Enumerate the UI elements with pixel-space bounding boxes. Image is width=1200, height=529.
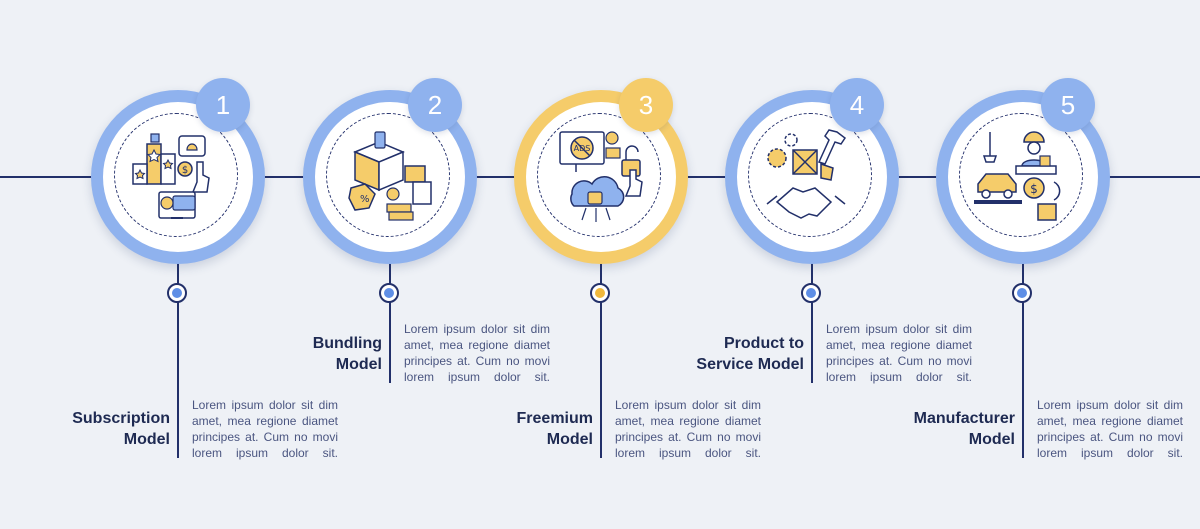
step-description-line: principes at. Cum no movi (1037, 430, 1183, 444)
step-description-line: Lorem ipsum dolor sit dim (192, 398, 338, 412)
step-number-badge: 5 (1041, 78, 1095, 132)
step-title-line: Bundling (312, 335, 382, 352)
bundling-icon: % (335, 122, 445, 232)
step-number-badge: 2 (408, 78, 462, 132)
timeline-connector (600, 255, 602, 458)
step-description-line: Lorem ipsum dolor sit dim (826, 322, 972, 336)
step-title-line: Model (335, 356, 382, 373)
timeline-marker (590, 283, 610, 303)
svg-text:$: $ (1030, 182, 1038, 196)
step-description-line: amet, mea regione diamet (826, 338, 972, 352)
step-number-badge: 1 (196, 78, 250, 132)
step-description-line: Lorem ipsum dolor sit dim (615, 398, 761, 412)
step-description-line: lorem ipsum dolor sit. (192, 446, 338, 460)
step-description-line: lorem ipsum dolor sit. (1037, 446, 1183, 460)
step-number-badge: 4 (830, 78, 884, 132)
step-title-line: Model (968, 431, 1015, 448)
step-description-line: amet, mea regione diamet (192, 414, 338, 428)
step-description-line: principes at. Cum no movi (615, 430, 761, 444)
timeline-marker (167, 283, 187, 303)
step-description: Lorem ipsum dolor sit dim amet, mea regio… (1037, 397, 1183, 461)
step-description: Lorem ipsum dolor sit dim amet, mea regio… (826, 321, 972, 385)
timeline-marker (379, 283, 399, 303)
svg-text:%: % (360, 194, 370, 205)
product-to-service-icon (757, 122, 867, 232)
timeline-marker (1012, 283, 1032, 303)
step-number-badge: 3 (619, 78, 673, 132)
step-description-line: lorem ipsum dolor sit. (826, 370, 972, 384)
step-description: Lorem ipsum dolor sit dim amet, mea regio… (404, 321, 550, 385)
step-description-line: principes at. Cum no movi (192, 430, 338, 444)
subscription-icon: $ (123, 122, 233, 232)
manufacturer-icon: $ (968, 122, 1078, 232)
freemium-icon: ADS (546, 122, 656, 232)
step-description-line: Lorem ipsum dolor sit dim (1037, 398, 1183, 412)
step-description-line: lorem ipsum dolor sit. (404, 370, 550, 384)
step-title-line: Model (123, 431, 170, 448)
step-circle: $ (91, 90, 265, 264)
timeline-connector (811, 255, 813, 383)
step-description-line: lorem ipsum dolor sit. (615, 446, 761, 460)
step-title-line: Manufacturer (913, 410, 1015, 427)
step-title-line: Subscription (72, 410, 170, 427)
step-circle: % (303, 90, 477, 264)
step-title-line: Service Model (696, 356, 804, 373)
timeline-connector (389, 255, 391, 383)
step-title-line: Product to (724, 335, 804, 352)
step-description-line: Lorem ipsum dolor sit dim (404, 322, 550, 336)
step-description: Lorem ipsum dolor sit dim amet, mea regio… (615, 397, 761, 461)
svg-text:ADS: ADS (574, 144, 591, 153)
timeline-marker (801, 283, 821, 303)
svg-text:$: $ (182, 165, 188, 176)
step-description-line: principes at. Cum no movi (826, 354, 972, 368)
step-title-line: Model (546, 431, 593, 448)
step-description-line: amet, mea regione diamet (615, 414, 761, 428)
timeline-connector (1022, 255, 1024, 458)
timeline-connector (177, 255, 179, 458)
step-description-line: amet, mea regione diamet (404, 338, 550, 352)
step-description-line: amet, mea regione diamet (1037, 414, 1183, 428)
step-description-line: principes at. Cum no movi (404, 354, 550, 368)
step-description: Lorem ipsum dolor sit dim amet, mea regio… (192, 397, 338, 461)
step-title-line: Freemium (516, 410, 593, 427)
step-title: Product to Service Model (674, 333, 804, 375)
